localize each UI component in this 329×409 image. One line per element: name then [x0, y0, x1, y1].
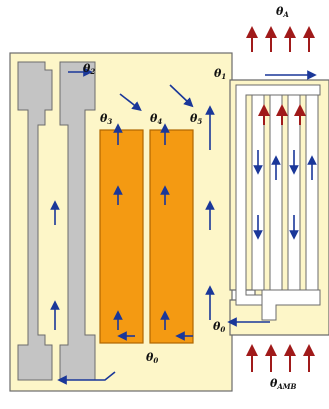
label-theta-2: θ2 [83, 62, 96, 76]
air-flow-arrows [50, 67, 317, 385]
label-theta-4: θ4 [150, 112, 163, 126]
ambient-air-arrows [246, 26, 315, 372]
label-theta-0-bottom: θ0 [146, 351, 159, 365]
label-theta-5: θ5 [190, 112, 203, 126]
label-theta-amb: θAMB [270, 377, 297, 391]
label-theta-1: θ1 [214, 67, 227, 81]
components [99, 129, 194, 344]
label-theta-a: θA [276, 5, 289, 19]
exchanger-fins [235, 84, 321, 321]
label-theta-3: θ3 [100, 112, 113, 126]
label-theta-0-right: θ0 [213, 320, 226, 334]
